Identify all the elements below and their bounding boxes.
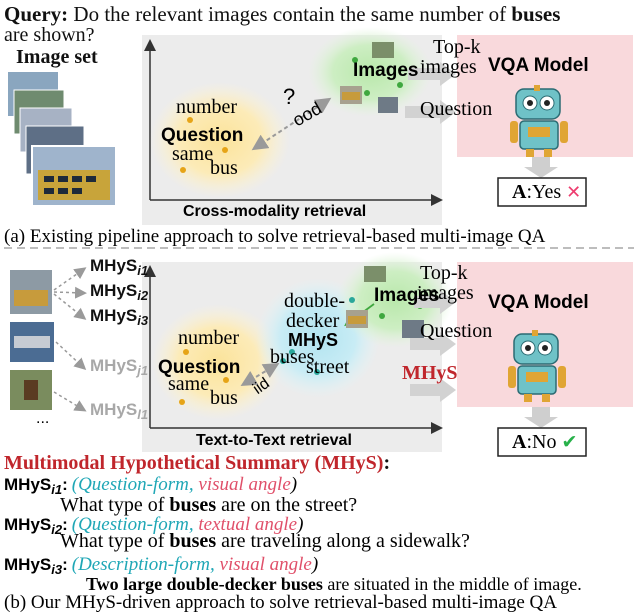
- top-images-blob: [308, 27, 432, 117]
- bottom-word-bus: bus: [210, 387, 238, 409]
- query-bold: buses: [511, 2, 561, 26]
- top-topk-arrow: [408, 62, 456, 86]
- image-set-label: Image set: [16, 46, 98, 68]
- bottom-robot: [508, 330, 566, 402]
- mhys-word-decker: decker: [286, 310, 340, 332]
- bottom-topk-1: Top-k: [420, 262, 468, 284]
- bottom-mhys-label: MHyS: [402, 362, 458, 384]
- top-answer-box: [497, 177, 587, 207]
- mhys-list-item: MHySj1: [90, 356, 149, 378]
- top-word-number: number: [176, 96, 238, 118]
- bottom-word-same: same: [168, 373, 210, 395]
- bottom-answer-box: [497, 427, 587, 457]
- top-answer-text: :Yes: [526, 181, 562, 203]
- query-line-1: Query: Do the relevant images contain th…: [4, 2, 560, 27]
- mhys-word-street: street: [306, 356, 350, 378]
- top-vqa-model: VQA Model: [488, 55, 589, 76]
- summary-item-3-text: Two large double-decker buses are situat…: [86, 574, 582, 594]
- bottom-vqa-model: VQA Model: [488, 292, 589, 313]
- query-text: Do the relevant images contain the same …: [73, 2, 507, 26]
- top-answer-a: A: [512, 181, 527, 203]
- top-word-same: same: [172, 143, 214, 165]
- bottom-topk-2: images: [417, 282, 474, 304]
- mhys-list-item: MHySi1: [90, 256, 149, 278]
- caption-b: (b) Our MHyS-driven approach to solve re…: [4, 592, 557, 613]
- summary-item-2-text: What type of buses are traveling along a…: [60, 530, 470, 552]
- query-label: Query:: [4, 2, 69, 26]
- mhys-word-mhys: MHyS: [288, 330, 339, 350]
- check-icon: ✔: [561, 431, 578, 453]
- top-word-question: Question: [161, 125, 244, 146]
- top-axis-label: Cross-modality retrieval: [183, 203, 367, 220]
- top-question-arrow: [405, 100, 456, 124]
- top-topk-2: images: [420, 56, 477, 78]
- summary-item-2: MHySi2: (Question-form, textual angle): [4, 514, 304, 537]
- top-answer: A:Yes ✕: [512, 181, 581, 204]
- bottom-iid-arrow: [240, 362, 280, 387]
- bottom-word-number: number: [178, 327, 240, 349]
- mhys-word-double: double-: [284, 290, 346, 312]
- caption-a: (a) Existing pipeline approach to solve …: [4, 226, 546, 247]
- bottom-answer-text: :No: [526, 431, 557, 453]
- top-topk-1: Top-k: [433, 36, 481, 58]
- top-answer-arrow: [524, 157, 558, 178]
- bottom-axis-label: Text-to-Text retrieval: [196, 432, 352, 449]
- bottom-answer-a: A: [512, 431, 527, 453]
- mhys-list-item: MHySi3: [90, 306, 149, 328]
- top-thumb-1: [372, 42, 394, 58]
- summary-item-1-text: What type of buses are on the street?: [60, 494, 358, 516]
- summary-item-1: MHySi1: (Question-form, visual angle): [4, 474, 298, 497]
- bottom-answer: A:No ✔: [512, 431, 577, 454]
- summary-item-3: MHySi3: (Description-form, visual angle): [4, 554, 319, 577]
- mhys-list-item: MHySl1: [90, 400, 149, 422]
- top-question-mark: ?: [283, 84, 296, 109]
- query-line-2: are shown?: [4, 24, 95, 46]
- mhys-list-item: MHySi2: [90, 281, 149, 303]
- top-question-label: Question: [420, 98, 493, 120]
- top-ood-arrow: [251, 97, 332, 151]
- bottom-question-label: Question: [420, 320, 493, 342]
- top-robot: [510, 85, 568, 157]
- top-word-bus: bus: [210, 157, 238, 179]
- summary-title: Multimodal Hypothetical Summary (MHyS):: [4, 452, 391, 474]
- cross-icon: ✕: [566, 182, 582, 203]
- mhys-word-buses: buses: [270, 346, 315, 368]
- ellipsis: ...: [36, 410, 50, 427]
- bottom-word-question: Question: [158, 357, 241, 378]
- bottom-images-label: Images: [374, 285, 440, 306]
- top-images-label: Images: [353, 60, 419, 81]
